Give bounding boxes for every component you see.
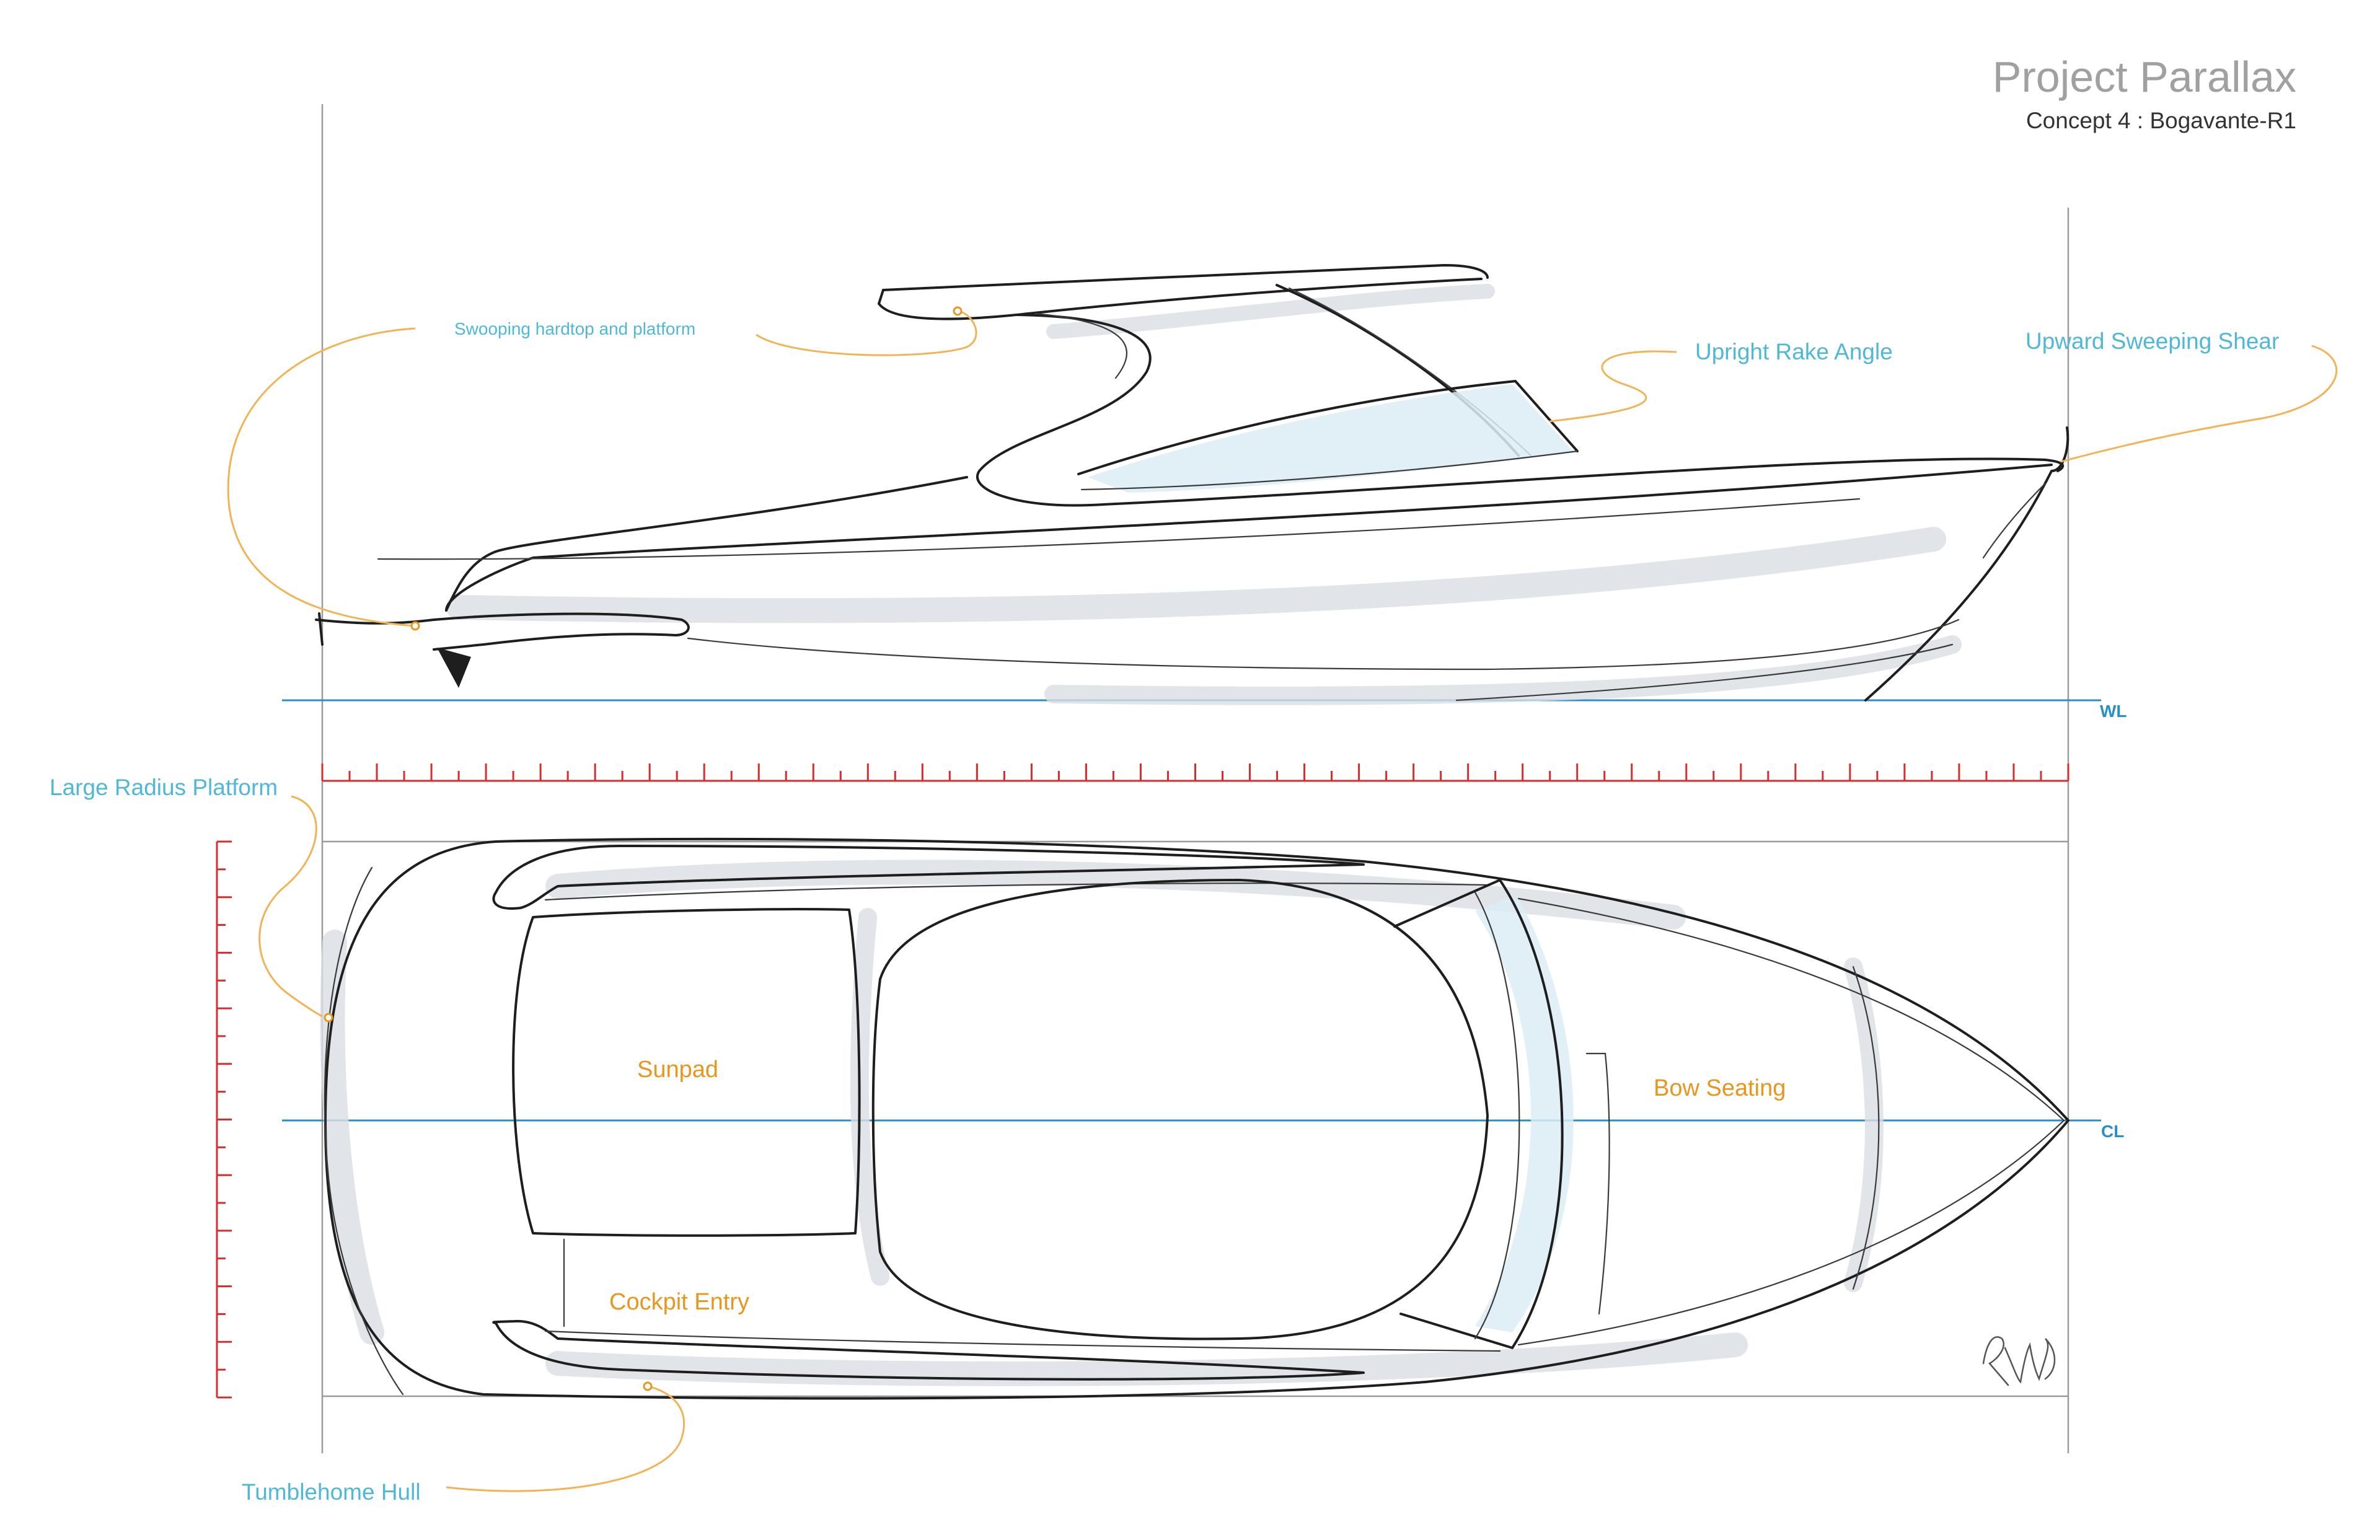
leader-hardtop — [756, 310, 977, 356]
leader-dot-platform-side — [410, 621, 420, 631]
hull-keel-line — [1455, 643, 1954, 702]
hardtop-top-edge — [882, 264, 1489, 291]
port-gunwale-inner — [544, 882, 1489, 901]
plan-starboard-shading — [545, 1332, 1748, 1386]
leader-shear — [2060, 345, 2338, 463]
leader-large-radius-platform — [258, 795, 323, 1018]
leader-tumblehome — [446, 1385, 685, 1492]
sunpad-cushion — [512, 908, 861, 1237]
hull-outline-plan — [324, 837, 2069, 1400]
annotation-shear: Upward Sweeping Shear — [2025, 328, 2279, 354]
windshield-base — [1080, 450, 1579, 491]
annotation-hardtop: Swooping hardtop and platform — [454, 319, 695, 338]
concept-subtitle: Concept 4 : Bogavante-R1 — [2026, 108, 2296, 133]
windscreen-frame-plan — [1393, 879, 1564, 1349]
hardtop-shading — [1046, 284, 1495, 339]
port-gunwale — [492, 845, 1365, 910]
platform-shadow-wedge — [437, 648, 471, 688]
length-scale — [321, 763, 2069, 782]
hardtop-aft-tip — [878, 289, 884, 305]
plan-view — [320, 837, 2069, 1400]
bow-seat-forward — [1852, 966, 1880, 1290]
aft-sheer-line — [445, 476, 968, 612]
waterline-label: WL — [2100, 702, 2127, 721]
hardtop-swoop-support — [976, 314, 1152, 507]
deck-inner-starboard — [1517, 1119, 2065, 1346]
windscreen-inner-plan — [1474, 891, 1520, 1340]
bow-stem — [1864, 426, 2069, 702]
beam-scale — [216, 840, 232, 1399]
hull-side-line — [687, 618, 1960, 671]
annotations: Swooping hardtop and platform Upright Ra… — [50, 319, 2279, 1505]
leader-dot-hardtop — [953, 306, 963, 316]
plan-port-shading — [545, 860, 1686, 930]
windshield-top-edge — [1077, 380, 1579, 475]
project-title: Project Parallax — [1993, 53, 2296, 101]
annotation-sunpad: Sunpad — [637, 1057, 718, 1083]
annotation-bow-seating: Bow Seating — [1654, 1075, 1786, 1101]
starboard-gunwale — [492, 1319, 1365, 1381]
leader-dot-large-radius-platform — [324, 1013, 333, 1023]
hardtop-lower-edge — [878, 278, 1483, 320]
centerline-label: CL — [2101, 1122, 2124, 1141]
annotation-tumblehome: Tumblehome Hull — [242, 1479, 421, 1505]
artist-signature — [1982, 1336, 2056, 1386]
starboard-gunwale-inner — [544, 1330, 1501, 1352]
leader-lines — [227, 306, 2338, 1492]
forward-sheer-line — [1090, 457, 2065, 506]
transom-radius — [324, 866, 404, 1396]
hardtop-swoop-inner — [1034, 312, 1128, 379]
windscreen-glass-plan — [1475, 899, 1574, 1332]
leader-platform-side — [227, 327, 416, 627]
deck-inner-port — [1517, 897, 2065, 1122]
plan-transom-shading — [320, 930, 384, 1345]
platform-aft-edge — [318, 612, 324, 646]
leader-rake — [1549, 350, 1677, 423]
signature-mark — [1982, 1336, 2056, 1386]
annotation-rake: Upright Rake Angle — [1695, 339, 1893, 364]
hull-shading — [446, 527, 1946, 623]
chine-highlight — [377, 498, 1861, 560]
bow-flare-line — [1982, 482, 2047, 559]
deck-line — [445, 464, 2053, 612]
title-block: Project Parallax Concept 4 : Bogavante-R… — [1993, 53, 2296, 133]
bow-seat-aft — [1585, 1052, 1610, 1315]
annotation-platform: Large Radius Platform — [50, 775, 278, 800]
leader-dot-tumblehome — [643, 1381, 653, 1391]
side-profile-view — [315, 264, 2069, 705]
bow-seat-shading — [1844, 957, 1884, 1292]
hull-bottom-shading — [1044, 635, 1962, 705]
hardtop-roof-plan — [871, 879, 1489, 1340]
annotation-cockpit-entry: Cockpit Entry — [609, 1289, 749, 1315]
